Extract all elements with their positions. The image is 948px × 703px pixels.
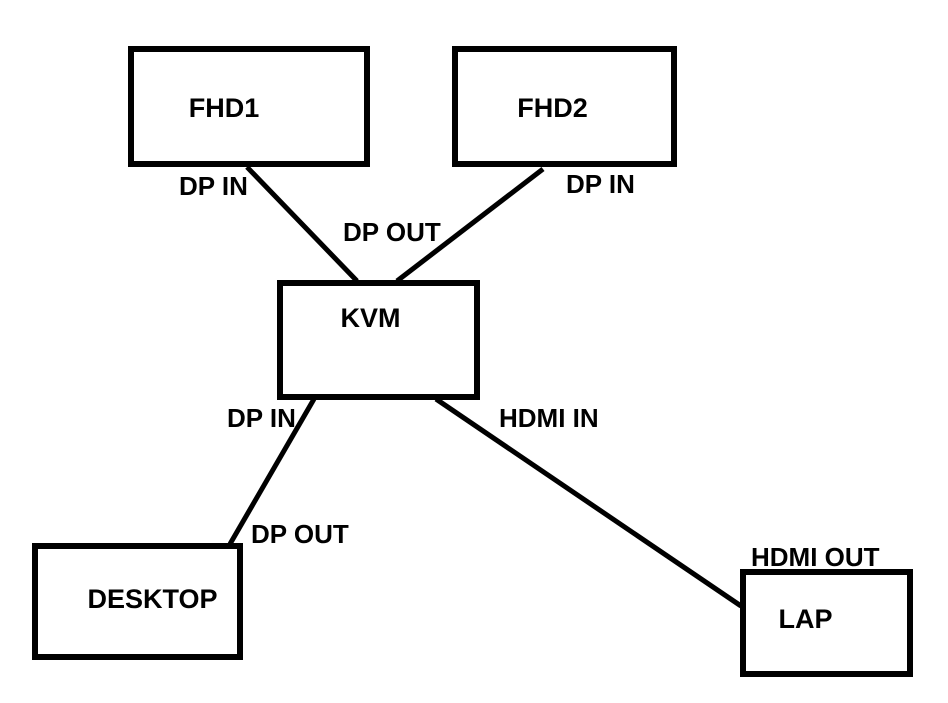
port-label-fhd2-dp-in: DP IN: [566, 169, 635, 199]
edge-kvm-fhd1: [245, 165, 359, 283]
port-label-desktop-dp-out: DP OUT: [251, 519, 349, 549]
node-fhd2: FHD2: [452, 46, 677, 167]
node-fhd1: FHD1: [128, 46, 370, 167]
node-kvm-label: KVM: [340, 302, 401, 333]
node-kvm: KVM: [277, 280, 480, 400]
node-fhd2-label: FHD2: [517, 93, 588, 123]
port-label-kvm-dp-in: DP IN: [227, 403, 296, 433]
port-label-fhd1-dp-in: DP IN: [179, 171, 248, 201]
node-lap: LAP: [740, 569, 913, 677]
edge-kvm-fhd2: [395, 167, 545, 283]
port-label-kvm-hdmi-in: HDMI IN: [499, 403, 599, 433]
edge-lap-kvm: [434, 396, 743, 609]
node-desktop-label: DESKTOP: [87, 584, 218, 614]
edge-desktop-kvm: [227, 397, 317, 546]
node-fhd1-label: FHD1: [188, 93, 260, 123]
node-desktop: DESKTOP: [32, 543, 243, 660]
port-label-lap-hdmi-out: HDMI OUT: [751, 542, 880, 572]
port-label-kvm-dp-out: DP OUT: [343, 217, 441, 247]
node-lap-label: LAP: [778, 603, 833, 634]
